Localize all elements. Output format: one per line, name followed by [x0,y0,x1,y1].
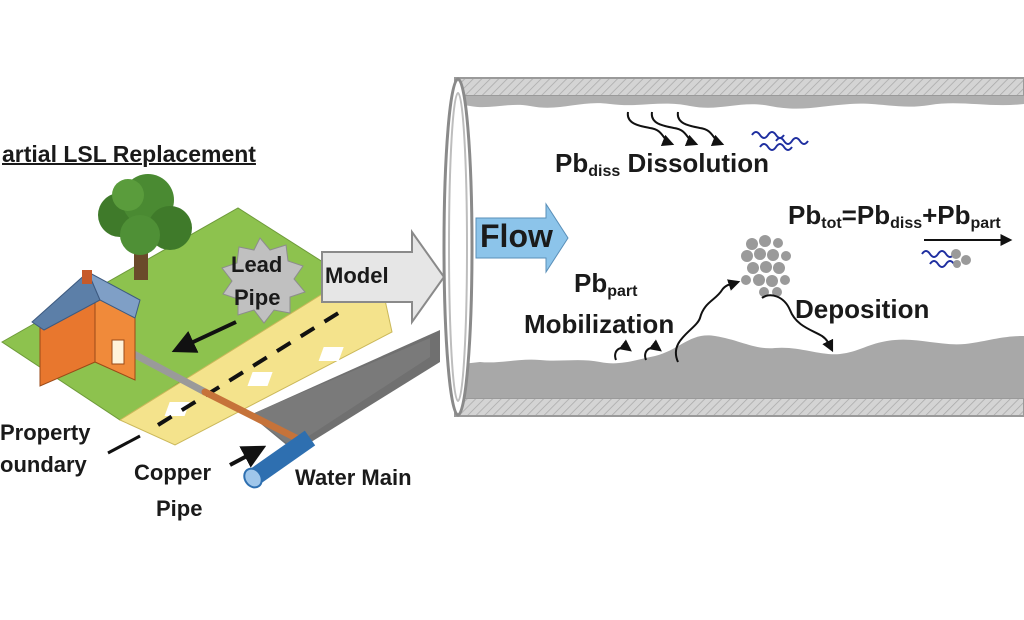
lead-pipe [126,348,209,396]
pipe-cross-section [442,77,1024,417]
road-mark [164,402,190,416]
dissolution-text: Dissolution [627,148,770,178]
pb-symbol: Pb [555,148,589,178]
pb-symbol: Pb [937,200,971,230]
lead-pipe-arrow [171,320,237,353]
lead-pipe-label-line2: Pipe [234,285,281,310]
property-boundary-label-line2: oundary [0,452,87,477]
bottom-scale-layer [462,335,1024,398]
diss-subscript: diss [588,163,621,180]
pb-symbol: Pb [856,200,891,230]
dissolved-lead-waves [751,131,809,151]
equals-sign: = [841,200,857,230]
transport-particles [951,249,971,268]
property-scene [1,174,446,489]
dissolution-arrows [626,111,725,146]
model-label: Model [325,263,389,288]
property-boundary-line [156,310,342,427]
model-arrow [321,228,446,326]
deposition-label: Deposition [795,294,930,324]
pipe-wall-top [454,77,1024,97]
plus-sign: + [922,200,938,230]
diss-subscript: diss [890,215,923,232]
part-subscript: part [970,215,1001,232]
boundary-pointer [107,434,141,455]
tot-subscript: tot [821,215,842,232]
top-scale-layer [458,96,1024,109]
total-lead-equation: Pbtot=Pbdiss+Pbpart [788,200,1001,232]
mobilization-label: Mobilization [524,309,675,339]
transport-waves [921,250,955,268]
copper-pipe-label: Copper [134,460,211,485]
lead-pipe-label: Lead [231,252,283,277]
mobilization-arrows [614,279,741,363]
house [31,270,141,387]
particle-cluster [741,235,791,297]
copper-pipe [201,388,304,444]
mobilization-pb-label: Pbpart [574,268,638,300]
property-boundary-label: Property [0,420,91,445]
deposition-arrow [761,294,834,353]
flow-arrow [475,202,569,274]
water-main-label: Water Main [295,465,412,490]
diagram-title: artial LSL Replacement [2,141,256,167]
pipe-wall-bottom [454,397,1024,417]
copper-pipe-label-line2: Pipe [156,496,203,521]
part-subscript: part [607,283,638,300]
copper-pipe-arrow [229,445,267,468]
pb-symbol: Pb [788,200,822,230]
pb-symbol: Pb [574,268,608,298]
flow-label: Flow [480,218,553,254]
lead-pipe-callout [221,237,306,324]
road-mark [247,372,273,386]
road-mark [318,347,344,361]
tree [98,174,192,280]
water-main [243,430,316,489]
dissolution-label: Pbdiss Dissolution [555,148,770,180]
road-surface [250,338,430,447]
